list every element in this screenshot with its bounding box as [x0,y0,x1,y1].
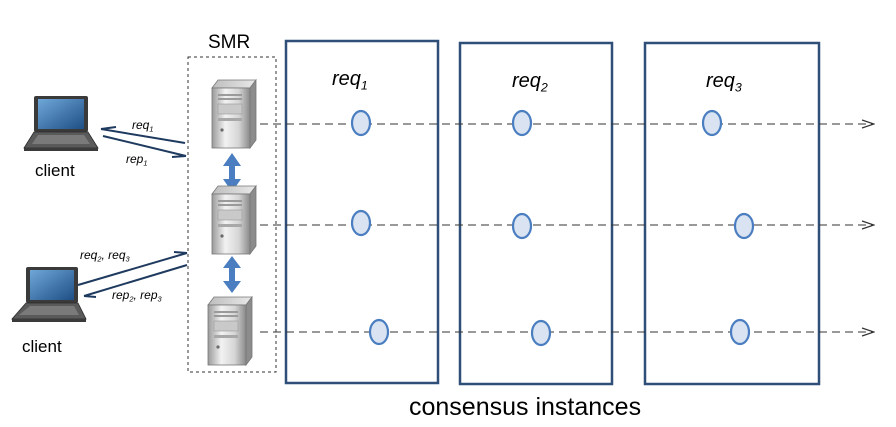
client2-request-label: req2, req3 [80,248,130,264]
client-label-1: client [35,161,75,180]
instance-label-2: req2 [512,70,548,95]
client2-request-arrow [77,251,188,286]
server-tower-icon [211,78,257,150]
client-label-2: client [22,337,62,356]
server-tower-icon [211,184,257,256]
node-r2-i2 [511,212,533,240]
node-r1-i2 [511,109,533,137]
instance-box-3 [643,41,821,386]
client1-request-label: req1 [132,118,154,134]
node-r2-i1 [350,209,372,237]
client2-reply-label: rep2, rep3 [112,288,162,304]
instance-box-1 [284,39,440,385]
node-r2-i3 [733,212,755,240]
node-r3-i1 [368,318,390,346]
replica-link-1-2 [223,153,241,192]
client2-reply-arrow [83,264,188,298]
consensus-instances-caption: consensus instances [409,393,642,421]
node-r3-i3 [729,318,751,346]
node-r3-i2 [530,319,552,347]
instance-box-2 [458,41,614,386]
smr-label: SMR [208,32,251,53]
instance-label-3: req3 [706,70,742,95]
client1-request-arrow [100,126,186,144]
client1-reply-label: rep1 [126,152,148,168]
node-r1-i3 [701,109,723,137]
client1-reply-arrow [102,135,187,158]
server-tower-icon [207,295,253,367]
node-r1-i1 [350,109,372,137]
replica-link-2-3 [223,256,241,293]
laptop-icon [23,96,99,151]
instance-label-1: req1 [332,68,368,93]
consensus-nodes [350,109,755,347]
laptop-icon [11,267,87,322]
smr-group-box [187,56,277,373]
